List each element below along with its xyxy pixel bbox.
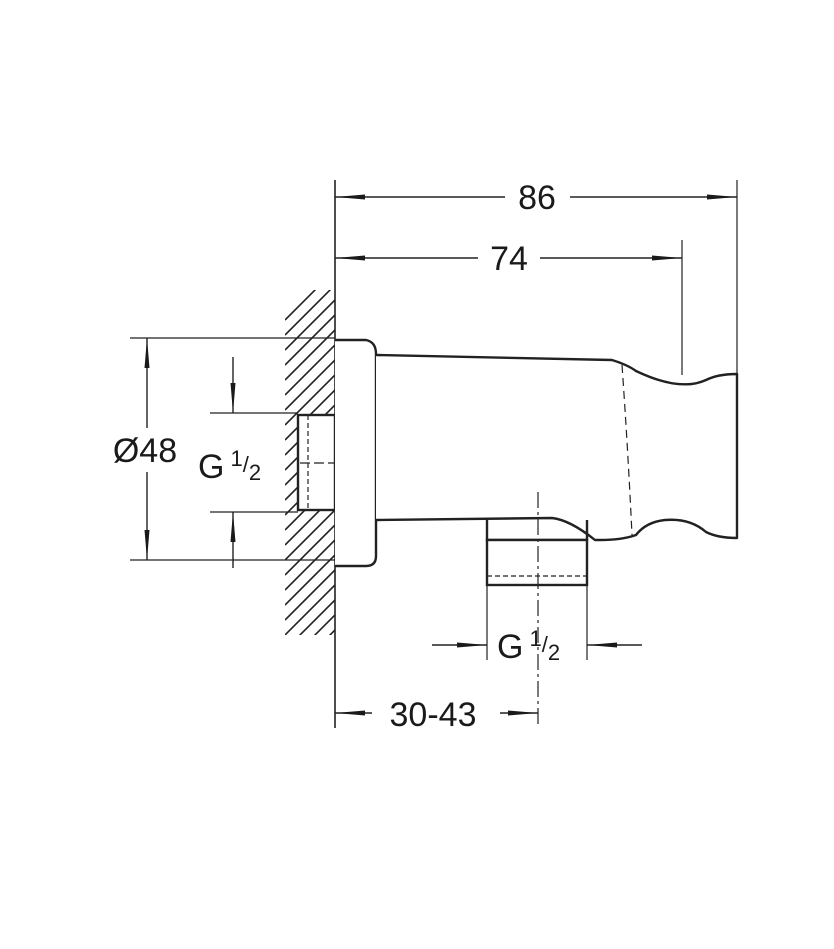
holder-groove-line (621, 364, 633, 536)
dimension-74: 74 (335, 240, 682, 278)
dimension-diameter-label: Ø48 (113, 432, 177, 470)
extension-lines (130, 180, 738, 660)
rosette (335, 338, 378, 568)
elbow-body (375, 353, 739, 542)
dimension-74-label: 74 (490, 240, 528, 278)
dimension-86-label: 86 (518, 179, 556, 217)
outlet-nipple (485, 520, 589, 587)
dimension-wall-offset-label: 30-43 (390, 696, 477, 734)
dimension-86: 86 (335, 179, 737, 217)
dimension-wall-offset: 30-43 (335, 696, 538, 734)
dimension-diameter: Ø48 (113, 338, 177, 560)
